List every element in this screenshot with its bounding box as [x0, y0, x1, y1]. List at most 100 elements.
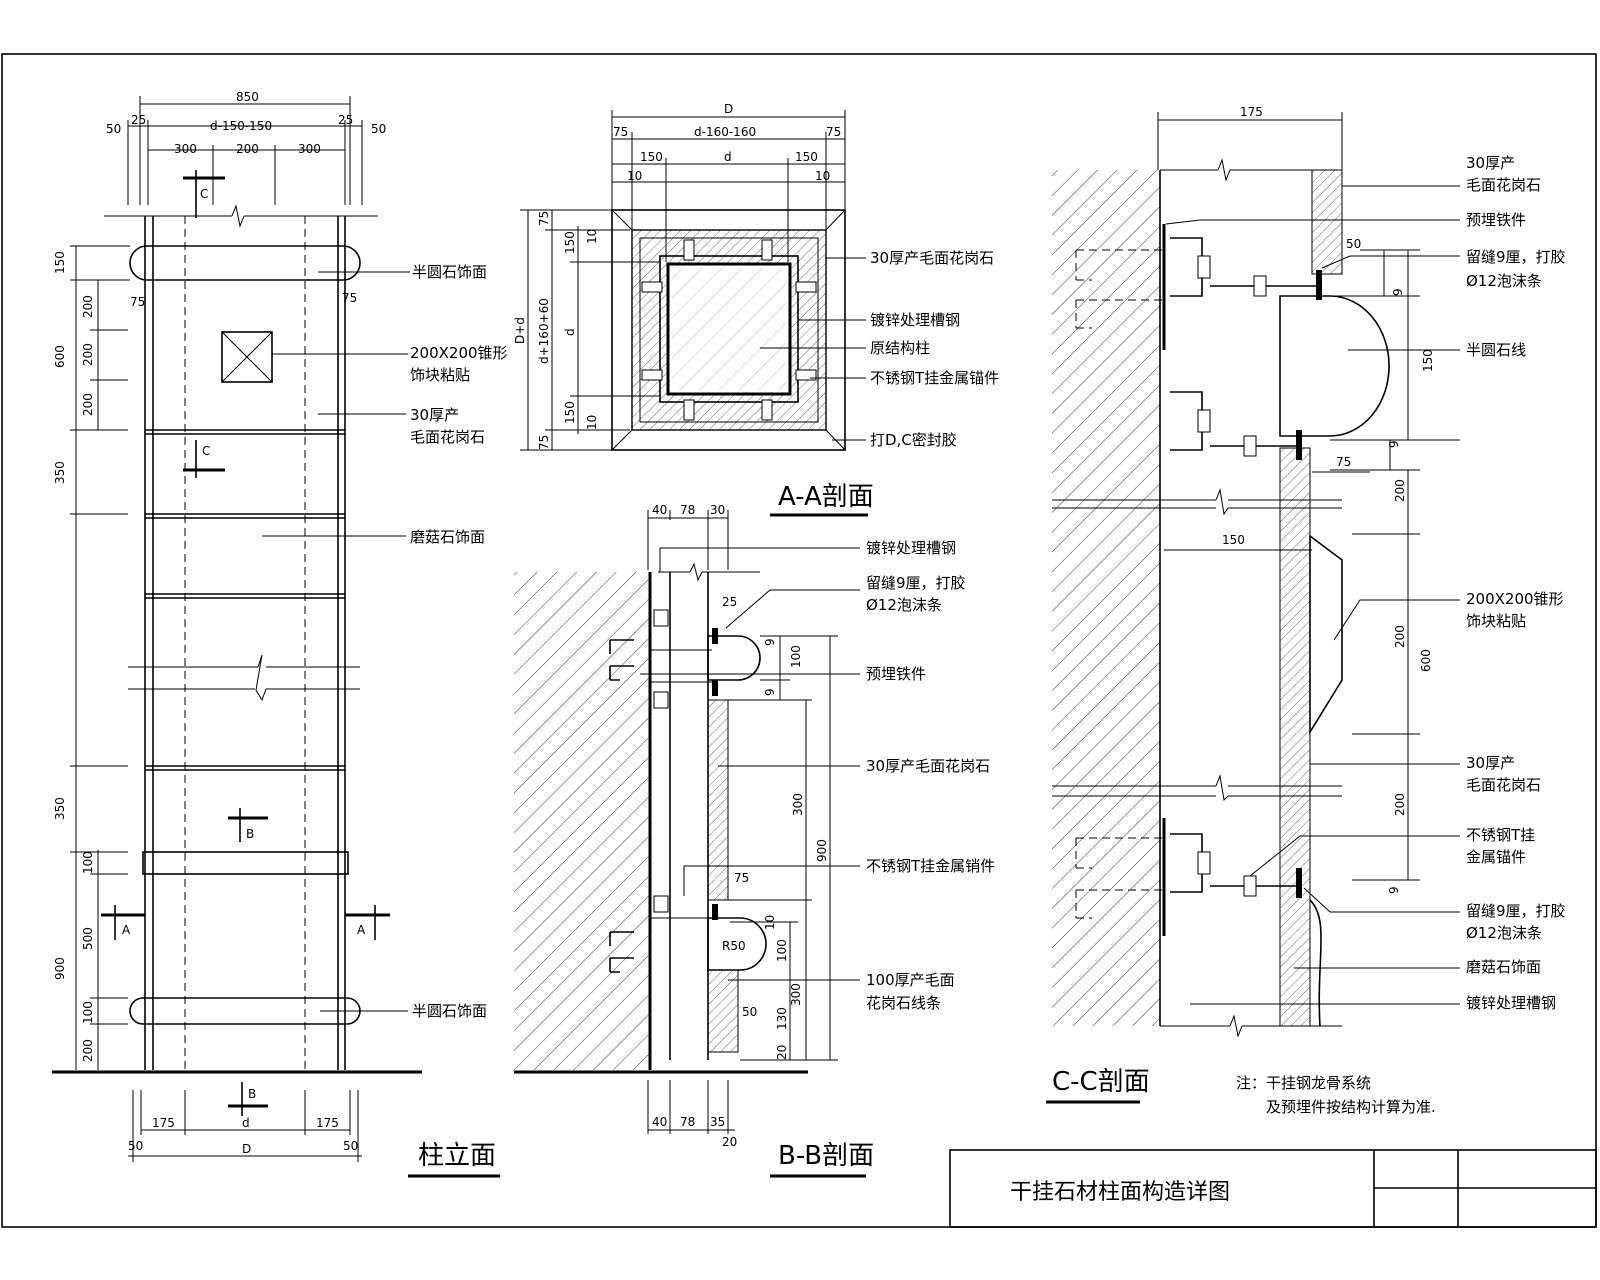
cc-dim-150-b: 150 — [1222, 533, 1245, 547]
elev-dim-50-left: 50 — [106, 122, 121, 136]
elev-dim-25-right: 25 — [338, 113, 353, 127]
cc-label-mushroom: 磨菇石饰面 — [1466, 958, 1541, 976]
aa-left-75-top: 75 — [537, 211, 551, 226]
bb-right-9-mid: 9 — [763, 688, 777, 696]
bb-section: 40 78 30 25 — [514, 503, 995, 1178]
elev-label-ornament-1: 200X200锥形 — [410, 344, 508, 362]
bb-bot-20: 20 — [722, 1135, 737, 1149]
note-line-1: 注：干挂钢龙骨系统 — [1236, 1074, 1371, 1092]
bb-label-moulding-2: 花岗石线条 — [866, 994, 941, 1012]
bb-view-title: B-B剖面 — [778, 1141, 874, 1171]
bb-label-channel: 镀锌处理槽钢 — [866, 539, 956, 557]
aa-label-anchor: 不锈钢T挂金属锚件 — [870, 369, 999, 387]
aa-dim-150-right: 150 — [795, 150, 818, 164]
cc-label-joint-top-1: 留缝9厘，打胶 — [1466, 248, 1566, 266]
elev-left-200b: 200 — [81, 343, 95, 366]
cc-label-anchor-1: 不锈钢T挂 — [1466, 826, 1535, 844]
elev-label-mushroom: 磨菇石饰面 — [410, 528, 485, 546]
cc-label-channel: 镀锌处理槽钢 — [1466, 994, 1556, 1012]
bb-right-50: 50 — [742, 1005, 757, 1019]
cc-dim-9-top: 9 — [1391, 288, 1405, 296]
column-elevation: 850 50 25 d-150-150 25 50 300 200 300 — [52, 90, 508, 1178]
cc-label-joint-bottom-2: Ø12泡沫条 — [1466, 924, 1542, 942]
cc-label-granite-mid-2: 毛面花岗石 — [1466, 776, 1541, 794]
elev-inner-75-right: 75 — [342, 291, 357, 305]
aa-left-10-top: 10 — [585, 229, 599, 244]
cc-dim-200-b: 200 — [1393, 625, 1407, 648]
elev-dim-850: 850 — [236, 90, 259, 104]
elev-left-600: 600 — [53, 345, 67, 368]
elev-left-350a: 350 — [53, 461, 67, 484]
elev-bot-50-right: 50 — [343, 1139, 358, 1153]
cc-label-ornament-1: 200X200锥形 — [1466, 590, 1564, 608]
cc-label-anchor-2: 金属锚件 — [1466, 848, 1526, 866]
bb-radius: R50 — [722, 939, 746, 953]
elev-label-granite-1: 30厚产 — [410, 406, 459, 424]
elev-left-900: 900 — [53, 957, 67, 980]
elev-label-granite-2: 毛面花岗石 — [410, 428, 485, 446]
bb-bot-35: 35 — [710, 1115, 725, 1129]
bb-right-300-top: 300 — [791, 793, 805, 816]
aa-label-granite: 30厚产毛面花岗石 — [870, 249, 994, 267]
cc-label-joint-bottom-1: 留缝9厘，打胶 — [1466, 902, 1566, 920]
elev-mark-a-right: A — [357, 923, 366, 937]
elev-bot-50-left: 50 — [128, 1139, 143, 1153]
cc-dim-175: 175 — [1240, 105, 1263, 119]
cc-dim-9-mid: 9 — [1387, 440, 1401, 448]
bb-label-granite: 30厚产毛面花岗石 — [866, 757, 990, 775]
elev-label-top-band: 半圆石饰面 — [412, 263, 487, 281]
aa-dim-10-right: 10 — [815, 169, 830, 183]
aa-dim-D: D — [724, 102, 733, 116]
elev-bot-175-right: 175 — [316, 1116, 339, 1130]
elev-left-200c: 200 — [81, 393, 95, 416]
elev-left-150: 150 — [53, 251, 67, 274]
elev-left-500: 500 — [81, 927, 95, 950]
bb-bot-40: 40 — [652, 1115, 667, 1129]
bb-right-300-bottom: 300 — [789, 983, 803, 1006]
aa-left-75-bottom: 75 — [537, 435, 551, 450]
cc-label-granite-mid-1: 30厚产 — [1466, 754, 1515, 772]
aa-label-channel: 镀锌处理槽钢 — [870, 311, 960, 329]
cc-dim-75: 75 — [1336, 455, 1351, 469]
cc-view-title: C-C剖面 — [1052, 1067, 1150, 1097]
bb-label-moulding-1: 100厚产毛面 — [866, 971, 955, 989]
elev-left-350b: 350 — [53, 797, 67, 820]
elev-dim-300-left: 300 — [174, 142, 197, 156]
aa-left-150-top: 150 — [563, 231, 577, 254]
aa-left-D: D+d — [513, 317, 527, 344]
cc-label-granite-top-2: 毛面花岗石 — [1466, 176, 1541, 194]
cc-label-joint-top-2: Ø12泡沫条 — [1466, 272, 1542, 290]
aa-dim-75-left: 75 — [613, 125, 628, 139]
sheet-border — [1, 53, 1597, 1228]
bb-top-40: 40 — [652, 503, 667, 517]
bb-right-100-bottom: 100 — [775, 939, 789, 962]
cc-label-ornament-2: 饰块粘贴 — [1466, 612, 1526, 630]
drawing-title: 干挂石材柱面构造详图 — [1010, 1180, 1230, 1205]
cc-label-granite-top-1: 30厚产 — [1466, 154, 1515, 172]
aa-label-sealant: 打D,C密封胶 — [870, 431, 957, 449]
cc-dim-50: 50 — [1346, 237, 1361, 251]
elevation-view-title: 柱立面 — [418, 1141, 496, 1171]
aa-dim-inner: d-160-160 — [694, 125, 756, 139]
elev-bot-d: d — [242, 1116, 250, 1130]
bb-right-9-top: 9 — [763, 638, 777, 646]
title-block: 干挂石材柱面构造详图 — [949, 1149, 1597, 1228]
aa-left-150-bottom: 150 — [563, 401, 577, 424]
cc-dim-200-a: 200 — [1393, 479, 1407, 502]
elev-mark-c-mid: C — [202, 444, 210, 458]
elev-dim-300-right: 300 — [298, 142, 321, 156]
elev-mark-b-bottom: B — [248, 1087, 256, 1101]
cc-dim-600: 600 — [1419, 649, 1433, 672]
aa-dim-d: d — [724, 150, 732, 164]
elev-label-bottom-band: 半圆石饰面 — [412, 1002, 487, 1020]
aa-view-title: A-A剖面 — [778, 482, 874, 512]
aa-anchors — [641, 239, 817, 421]
cc-dim-9-bottom: 9 — [1387, 886, 1401, 894]
elev-left-100a: 100 — [81, 851, 95, 874]
cc-dim-150-a: 150 — [1421, 349, 1435, 372]
bb-right-20: 20 — [775, 1045, 789, 1060]
elev-left-200a: 200 — [81, 295, 95, 318]
cc-label-embedded: 预埋铁件 — [1466, 211, 1526, 229]
bb-right-10: 10 — [763, 915, 777, 930]
bb-label-joint-1: 留缝9厘，打胶 — [866, 574, 966, 592]
